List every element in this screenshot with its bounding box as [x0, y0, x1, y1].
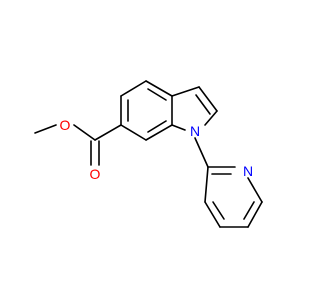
- atom-label-methyl-oxygen: O: [60, 117, 71, 133]
- bond-carbonyl-ring: [94, 124, 122, 141]
- bond-benzene-5-inner: [147, 120, 167, 133]
- bond-pyrrole-4: [171, 124, 186, 131]
- bond-o-carbonyl-carbon: [73, 124, 96, 141]
- atom-label-pyridine-nitrogen: N: [243, 163, 253, 179]
- bond-benzene-3: [145, 80, 173, 97]
- bond-pyridine-5-inner: [212, 201, 225, 220]
- bond-methyl-o: [34, 124, 57, 134]
- atom-label-carbonyl-oxygen: O: [90, 166, 101, 182]
- atom-label-indole-nitrogen: N: [190, 123, 200, 139]
- bond-n-pyridine: [194, 137, 209, 168]
- bond-pyridine-3: [247, 201, 263, 228]
- bond-benzene-3-inner: [147, 88, 167, 101]
- bond-pyridine-6: [204, 166, 209, 203]
- bond-pyrrole-3: [204, 110, 218, 126]
- bond-benzene-6: [120, 124, 147, 141]
- bond-pyrrole-2-inner: [195, 94, 211, 115]
- bond-layer: [34, 80, 263, 228]
- bond-pyrrole-2: [198, 86, 218, 112]
- bond-pyridine-5: [204, 201, 221, 228]
- bond-pyridine-3-inner: [243, 201, 255, 220]
- bond-benzene-5: [145, 124, 173, 141]
- bond-pyridine-2: [247, 177, 263, 203]
- bond-benzene-2: [120, 80, 147, 97]
- structure-diagram: O O N N: [34, 80, 263, 228]
- atom-label-layer: O O N N: [60, 117, 254, 182]
- bond-pyrrole-1: [171, 86, 200, 97]
